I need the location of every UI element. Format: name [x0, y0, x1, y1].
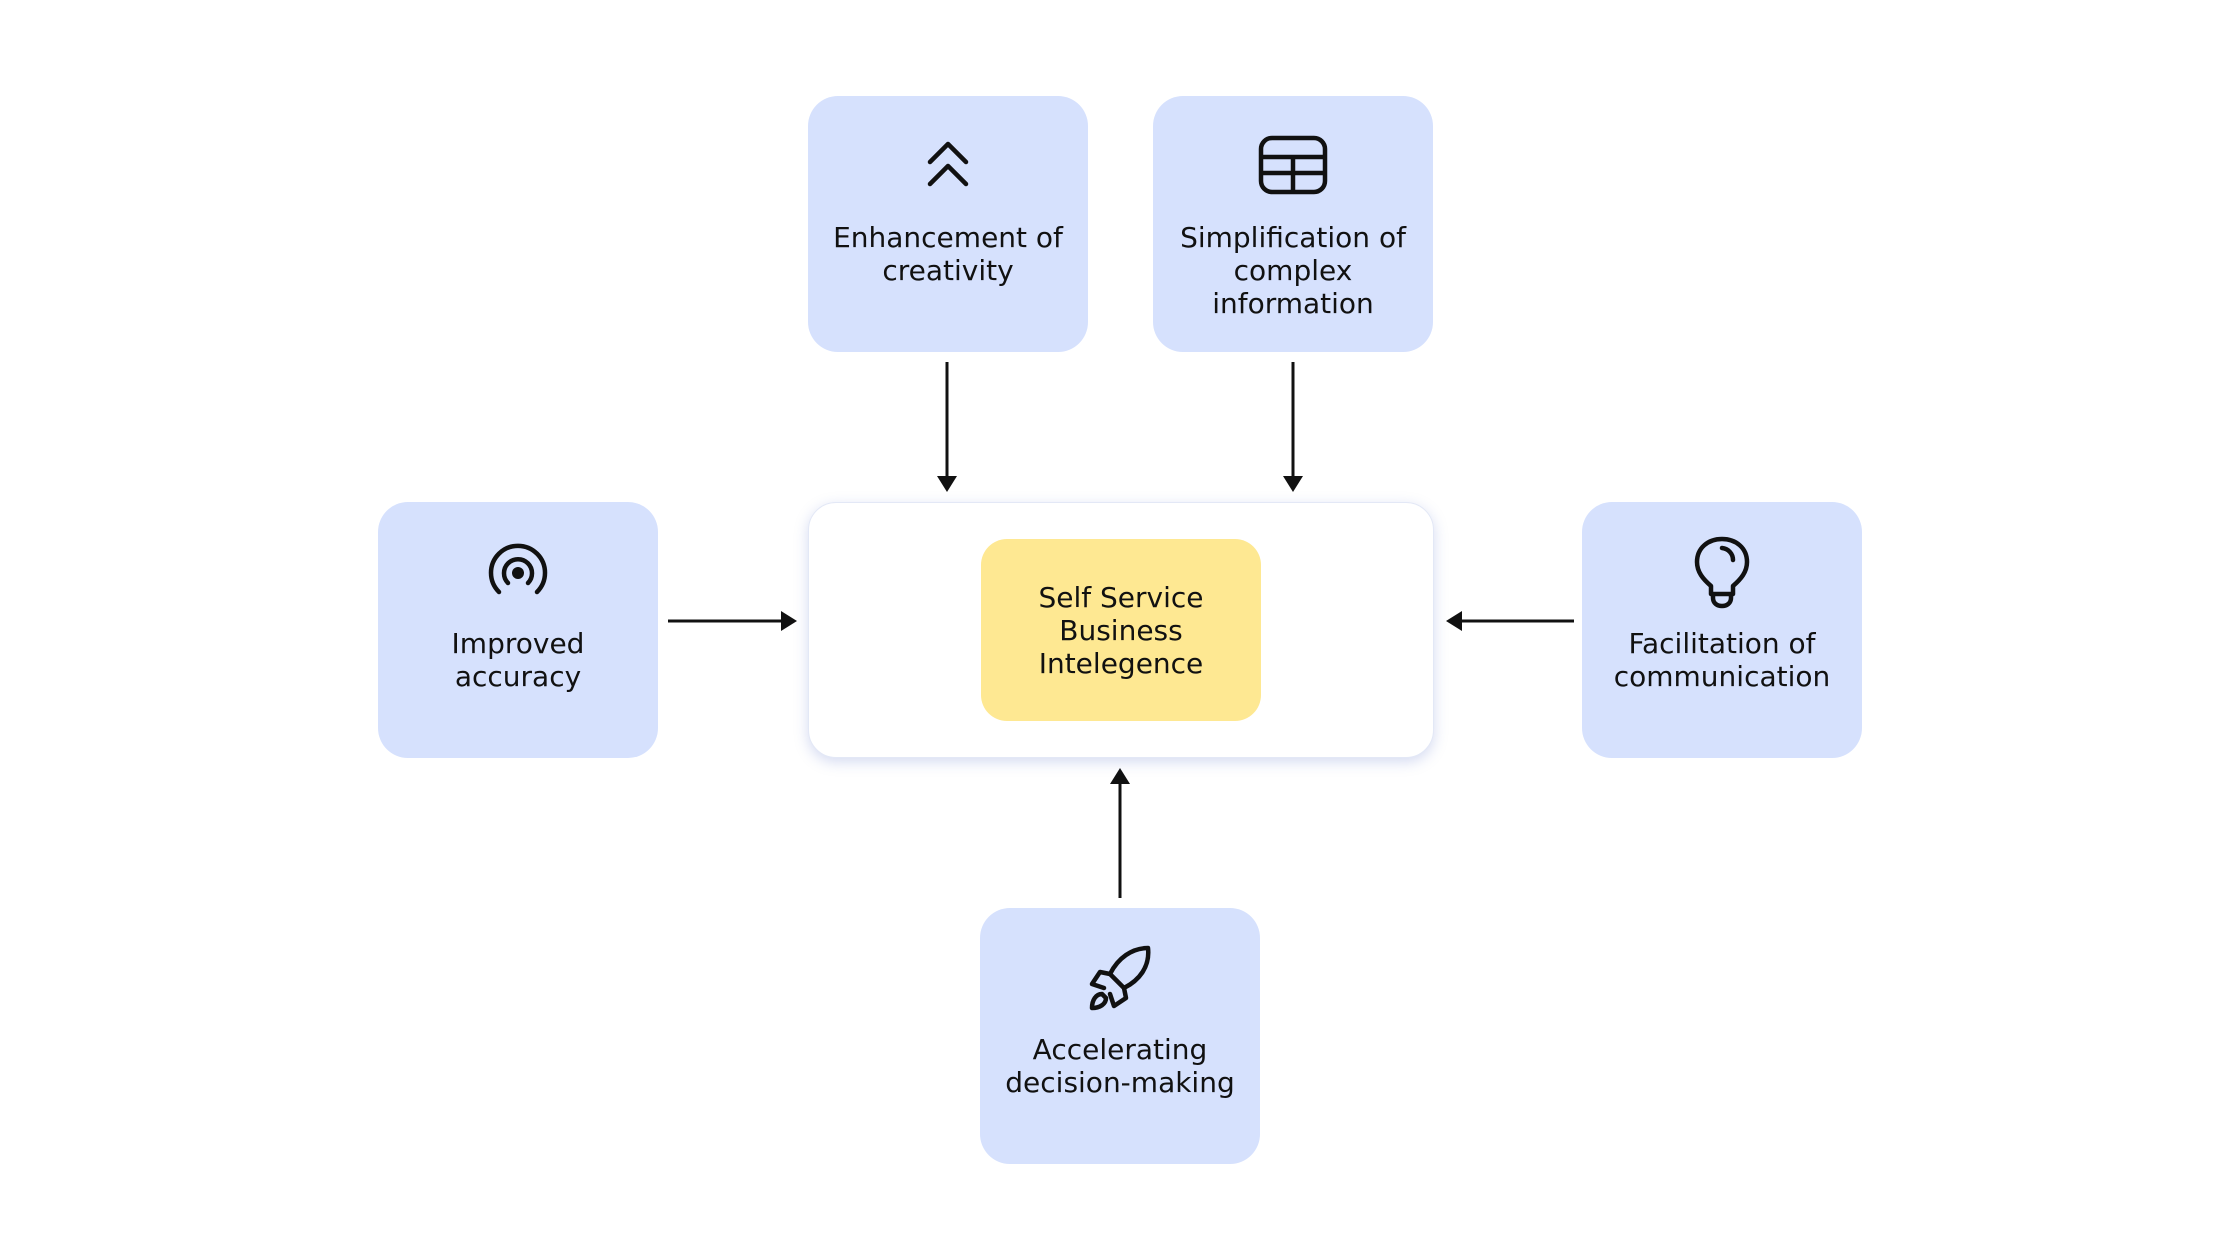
arrow-simplification-to-center [1283, 362, 1303, 492]
arrow-accuracy-to-center [668, 611, 797, 631]
node-decision-label: Accelerating decision-making [1005, 1033, 1235, 1099]
node-creativity-label: Enhancement of creativity [833, 221, 1063, 287]
node-decision: Accelerating decision-making [980, 908, 1260, 1164]
node-simplification-label: Simplification of complex information [1180, 221, 1406, 320]
node-accuracy: Improved accuracy [378, 502, 658, 758]
chevrons-up-icon [908, 126, 988, 206]
rocket-icon [1080, 938, 1160, 1018]
node-communication: Facilitation of communication [1582, 502, 1862, 758]
center-container: Self Service Business Intelegence [808, 502, 1434, 758]
arrow-communication-to-center [1446, 611, 1574, 631]
core-node: Self Service Business Intelegence [981, 539, 1261, 721]
node-creativity: Enhancement of creativity [808, 96, 1088, 352]
lightbulb-icon [1682, 532, 1762, 612]
node-accuracy-label: Improved accuracy [451, 627, 585, 693]
table-icon [1253, 126, 1333, 206]
arrow-creativity-to-center [937, 362, 957, 492]
target-icon [478, 532, 558, 612]
arrow-decision-to-center [1110, 768, 1130, 898]
node-communication-label: Facilitation of communication [1613, 627, 1831, 693]
node-simplification: Simplification of complex information [1153, 96, 1433, 352]
core-node-label: Self Service Business Intelegence [1038, 580, 1204, 680]
